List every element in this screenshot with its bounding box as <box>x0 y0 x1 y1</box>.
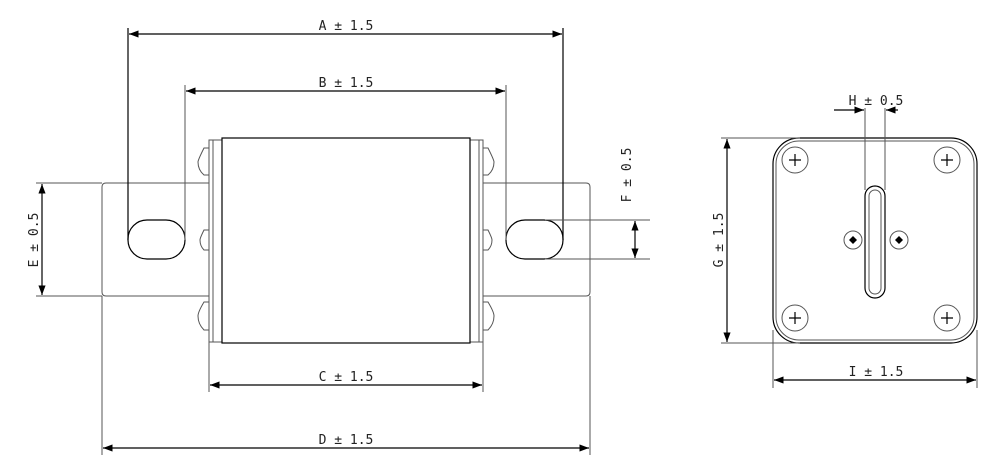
end-plate-outline <box>772 137 978 344</box>
left-blade <box>101 182 209 297</box>
left-end-plate <box>208 139 223 343</box>
dim-g-label: G ± 1.5 <box>712 213 727 268</box>
dim-i-label: I ± 1.5 <box>849 365 904 380</box>
corner-screws <box>781 146 961 332</box>
dim-c-label: C ± 1.5 <box>319 370 374 385</box>
right-end-plate <box>469 139 484 343</box>
right-slot <box>505 219 564 260</box>
side-view: G ± 1.5 H ± 0.5 I ± 1.5 <box>712 94 978 388</box>
fuse-body <box>221 137 471 344</box>
dim-h-label: H ± 0.5 <box>849 94 904 109</box>
bolt-heads <box>197 147 495 331</box>
blade-slot <box>864 185 886 299</box>
front-view: A ± 1.5 B ± 1.5 C ± 1.5 D ± 1.5 E ± 0.5 … <box>27 19 650 455</box>
right-blade <box>483 182 591 297</box>
dim-f-label: F ± 0.5 <box>620 148 635 203</box>
dim-a-label: A ± 1.5 <box>319 19 374 34</box>
dim-e-label: E ± 0.5 <box>27 213 42 268</box>
left-slot <box>127 219 186 260</box>
dim-b-label: B ± 1.5 <box>319 76 374 91</box>
center-screws <box>843 230 909 250</box>
dim-d-label: D ± 1.5 <box>319 433 374 448</box>
